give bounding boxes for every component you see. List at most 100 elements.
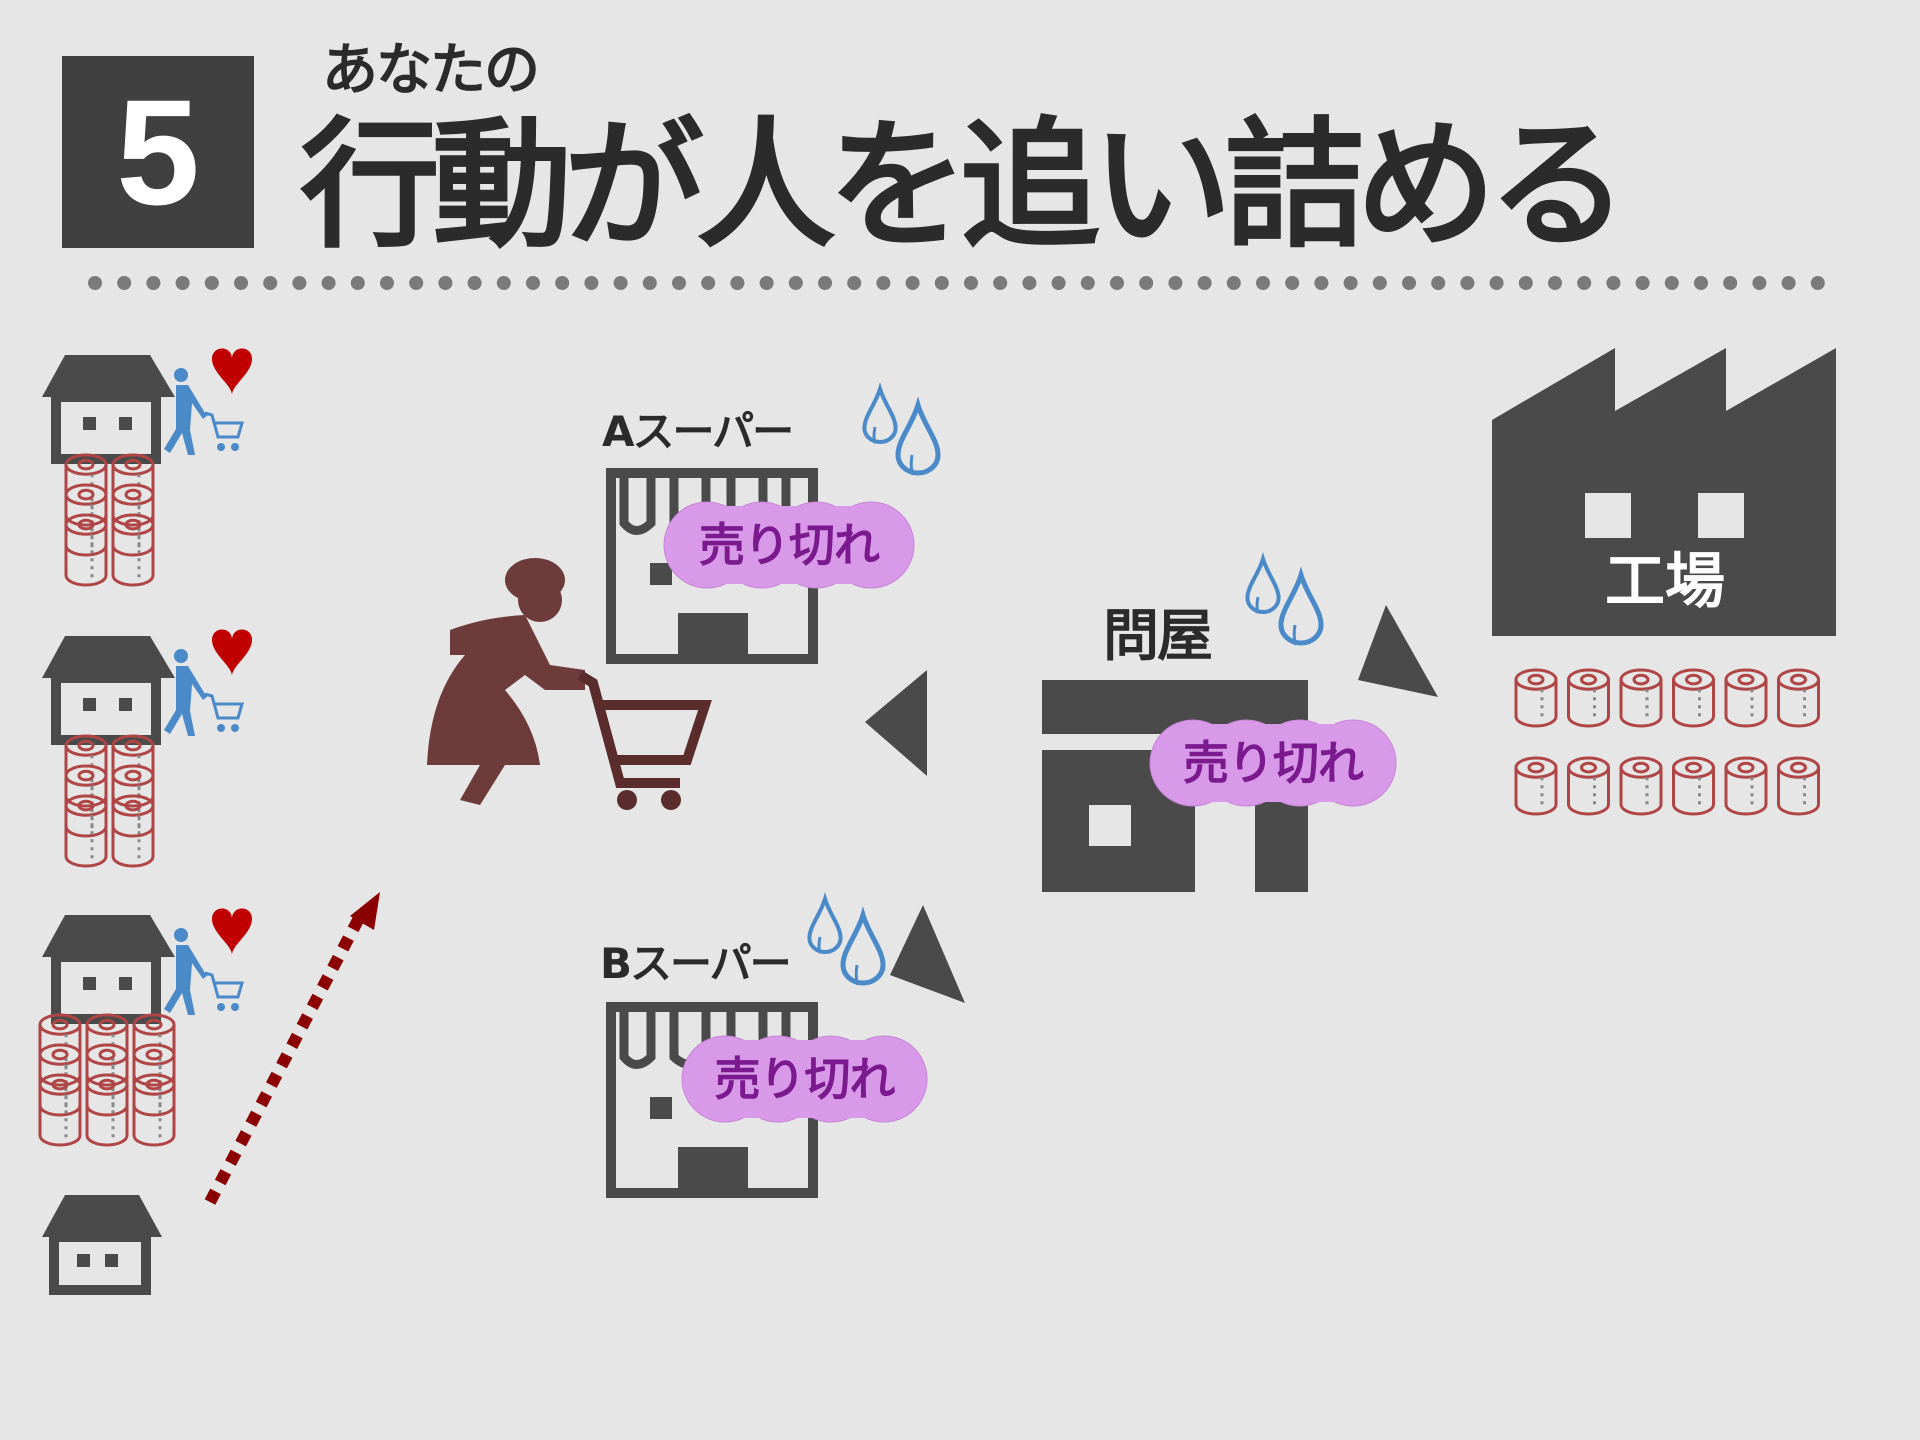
supermarket-b-label: Bスーパー	[600, 939, 792, 988]
divider-dot	[730, 276, 745, 290]
divider-dot	[175, 276, 190, 290]
divider-dot	[1285, 276, 1300, 290]
toilet-roll-icon	[1672, 756, 1715, 816]
dotted-divider	[88, 276, 1825, 290]
page-title: 行動が人を追い詰める	[300, 105, 1628, 268]
toilet-roll-icon	[111, 794, 155, 868]
toilet-roll-icon	[64, 794, 108, 868]
toilet-roll-icon	[1567, 668, 1610, 728]
divider-dot	[1810, 276, 1825, 290]
divider-dot	[1431, 276, 1446, 290]
divider-dot	[1110, 276, 1124, 290]
divider-dot	[555, 276, 570, 290]
toilet-roll-icon	[64, 513, 108, 587]
toilet-roll-icon	[1514, 668, 1558, 728]
toilet-roll-icon	[1672, 668, 1715, 728]
toilet-roll-icon	[132, 1073, 176, 1147]
soldout-cloud-shape	[663, 501, 915, 589]
divider-dot	[88, 276, 102, 290]
divider-dot	[1402, 276, 1416, 290]
divider-dot	[1694, 276, 1708, 290]
house-icon	[42, 355, 175, 464]
house-icon	[42, 636, 175, 745]
dotted-arrow-icon	[204, 892, 380, 1205]
divider-dot	[204, 276, 219, 290]
toilet-roll-icon	[38, 1073, 82, 1147]
wholesaler-soldout-badge: 売り切れ	[1149, 719, 1397, 807]
triangle-icon	[890, 905, 965, 1003]
factory-icon	[1492, 348, 1836, 636]
sweat-drops-icon	[807, 892, 886, 986]
divider-dot	[1256, 276, 1270, 290]
divider-dot	[818, 276, 832, 290]
toilet-roll-icon	[1724, 756, 1768, 816]
shopper-icon	[164, 368, 244, 455]
divider-dot	[847, 276, 862, 290]
supermarket-a-soldout-badge: 売り切れ	[663, 501, 915, 589]
divider-dot	[1168, 276, 1183, 290]
woman-shopper-icon	[427, 558, 712, 810]
divider-dot	[1372, 276, 1387, 290]
divider-dot	[1343, 276, 1358, 290]
divider-dot	[934, 276, 949, 290]
toilet-roll-icon	[85, 1073, 129, 1147]
divider-dot	[350, 276, 365, 290]
household-group	[38, 908, 252, 1147]
supermarket-a-label: Aスーパー	[602, 407, 794, 456]
page-subtitle: あなたの	[322, 38, 540, 103]
divider-dot	[409, 276, 424, 290]
divider-dot	[1197, 276, 1212, 290]
household-group	[42, 1195, 162, 1295]
divider-dot	[1051, 276, 1066, 290]
divider-dot	[1664, 276, 1679, 290]
supermarket-b-soldout-badge: 売り切れ	[681, 1035, 928, 1123]
divider-dot	[234, 276, 248, 290]
divider-dot	[1606, 276, 1621, 290]
divider-dot	[584, 276, 599, 290]
divider-dot	[1226, 276, 1241, 290]
divider-dot	[1577, 276, 1592, 290]
divider-dot	[467, 276, 482, 290]
divider-dot	[1518, 276, 1533, 290]
divider-dot	[1314, 276, 1329, 290]
divider-dot	[613, 276, 628, 290]
soldout-cloud-shape	[1149, 719, 1397, 807]
divider-dot	[117, 276, 132, 290]
household-group	[42, 629, 252, 868]
divider-dot	[1752, 276, 1767, 290]
divider-dot	[701, 276, 716, 290]
divider-dot	[1460, 276, 1475, 290]
shopper-icon	[164, 649, 244, 736]
house-icon	[42, 1195, 162, 1295]
divider-dot	[993, 276, 1008, 290]
divider-dot	[642, 276, 657, 290]
heart-icon	[212, 908, 252, 955]
household-group	[42, 348, 252, 587]
divider-dot	[672, 276, 686, 290]
sweat-drops-icon	[862, 382, 941, 476]
divider-dot	[1635, 276, 1650, 290]
divider-dot	[1022, 276, 1037, 290]
divider-dot	[759, 276, 774, 290]
wholesaler-label: 問屋	[1103, 604, 1213, 669]
toilet-roll-icon	[1777, 756, 1820, 816]
divider-dot	[146, 276, 161, 290]
divider-dot	[964, 276, 978, 290]
toilet-roll-icon	[1567, 756, 1610, 816]
divider-dot	[905, 276, 920, 290]
house-icon	[42, 915, 175, 1024]
divider-dot	[876, 276, 891, 290]
divider-dot	[788, 276, 803, 290]
divider-dot	[321, 276, 336, 290]
toilet-roll-icon	[1619, 668, 1663, 728]
divider-dot	[1080, 276, 1095, 290]
divider-dot	[496, 276, 511, 290]
sweat-drops-icon	[1245, 552, 1324, 646]
soldout-cloud-shape	[681, 1035, 928, 1123]
factory-roll-grid	[1514, 668, 1820, 816]
divider-dot	[1723, 276, 1738, 290]
divider-dot	[380, 276, 394, 290]
section-number: 5	[116, 68, 200, 236]
divider-dot	[292, 276, 307, 290]
heart-icon	[212, 629, 252, 676]
